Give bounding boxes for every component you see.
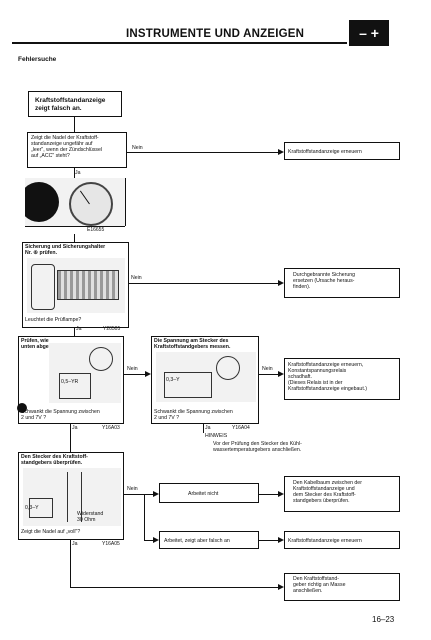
final-result: Den Kraftstoffstand- geber richtig an Ma… — [284, 573, 400, 601]
voltmeter-illustration-4 — [156, 352, 256, 402]
question-3: Prüfen, wie unten abgebildet. 0,5–YR Sch… — [17, 336, 124, 424]
fig1-code: E16655 — [87, 227, 105, 233]
q2-yes-label: Ja — [76, 326, 82, 332]
section-label: Fehlersuche — [18, 56, 57, 63]
works-not-box: Arbeitet nicht — [159, 483, 259, 503]
q1-no-label: Nein — [132, 145, 143, 151]
start-box-text: Kraftstoffstandanzeige zeigt falsch an. — [35, 97, 106, 112]
q2-no-label: Nein — [131, 275, 142, 281]
hinweis-title: HINWEIS — [205, 433, 228, 439]
works-wrong-result: Kraftstoffstandanzeige erneuern — [284, 531, 400, 549]
question-3-text: Schwankt die Spannung zwischen 2 und 7V … — [21, 409, 100, 421]
battery-symbol: – + — [359, 25, 379, 41]
resistor-illustration — [23, 468, 121, 526]
question-1-text: Zeigt die Nadel der Kraftstoff- standanz… — [31, 135, 103, 159]
q4-no-label: Nein — [262, 366, 273, 372]
question-4: Die Spannung am Stecker des Kraftstoffst… — [151, 336, 259, 424]
q1-yes-label: Ja — [75, 170, 81, 176]
works-not-result: Den Kabelbaum zwischen der Kraftstoffsta… — [284, 476, 400, 512]
q2-result: Durchgebrannte Sicherung ersetzen (Ursac… — [284, 268, 400, 298]
question-5: Den Stecker des Kraftstoff- standgebers … — [18, 452, 124, 540]
fuse-box-illustration — [27, 258, 125, 313]
question-4-text: Schwankt die Spannung zwischen 2 und 7V … — [154, 409, 233, 421]
voltmeter-illustration-3 — [49, 343, 121, 403]
battery-icon: – + — [349, 20, 389, 46]
q1-result: Kraftstoffstandanzeige erneuern — [284, 142, 400, 160]
q4-result: Kraftstoffstandanzeige erneuern, Konstan… — [284, 358, 400, 400]
page-title: INSTRUMENTE UND ANZEIGEN — [126, 28, 305, 40]
question-2: Sicherung und Sicherungshalter Nr. ⑥ prü… — [22, 242, 129, 328]
works-wrong-box: Arbeitet, zeigt aber falsch an — [159, 531, 259, 549]
question-5-text: Zeigt die Nadel auf „voll"? — [21, 529, 81, 535]
page-number: 16–23 — [372, 615, 395, 624]
fuel-gauge-illustration — [25, 178, 125, 226]
q3-no-label: Nein — [127, 366, 138, 372]
header-rule — [12, 42, 347, 44]
question-2-text: Leuchtet die Prüflampe? — [25, 317, 82, 323]
start-box: Kraftstoffstandanzeige zeigt falsch an. — [28, 91, 122, 117]
question-1: Zeigt die Nadel der Kraftstoff- standanz… — [27, 132, 127, 168]
hinweis-text: Vor der Prüfung den Stecker des Kühl- wa… — [213, 441, 302, 453]
